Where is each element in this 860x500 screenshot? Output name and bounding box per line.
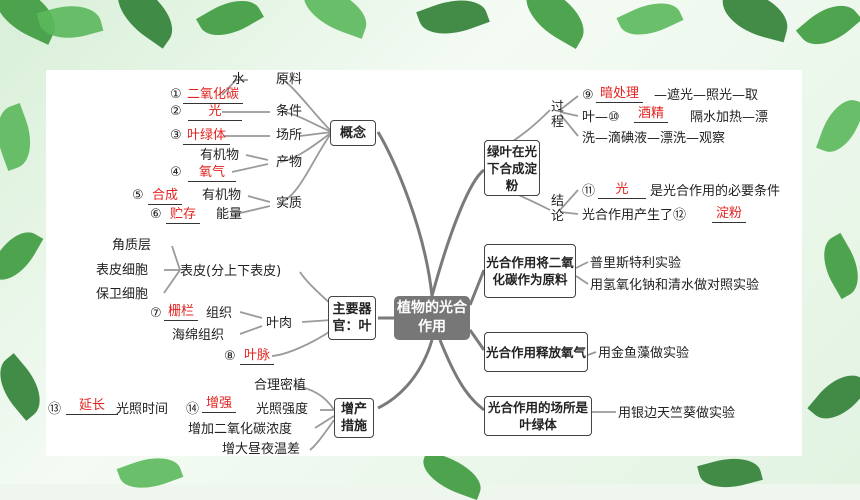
epidermis-part: 表皮细胞 xyxy=(96,263,149,278)
yield-item: 合理密植 xyxy=(254,378,307,393)
answer-extend: 延长 xyxy=(66,398,118,415)
light-time: 光照时间 xyxy=(116,402,169,417)
answer-vein: 叶脉 xyxy=(240,348,275,365)
experiment-geranium: 用银边天竺葵做实验 xyxy=(618,406,736,421)
item-num: ⑥ xyxy=(150,207,162,222)
chloroplast-node: 光合作用的场所是叶绿体 xyxy=(484,396,592,436)
epidermis-label: 表皮(分上下表皮) xyxy=(180,264,282,279)
concept-key-raw: 原料 xyxy=(276,72,303,87)
concept-key-site: 场所 xyxy=(276,128,303,143)
yield-item: 光照强度 xyxy=(256,402,309,417)
oxygen-node: 光合作用释放氧气 xyxy=(484,332,588,372)
answer-light: 光 xyxy=(188,104,242,121)
conclusion-label: 结论 xyxy=(551,194,565,224)
item-num: ⑭ xyxy=(186,402,200,417)
concept-key-product: 产物 xyxy=(276,155,303,170)
item-num: ② xyxy=(170,104,182,119)
diagram-card xyxy=(46,70,802,456)
process-step-2-prefix: 叶—⑩ xyxy=(582,110,620,125)
answer-synthesize: 合成 xyxy=(148,188,183,205)
concept-water: 水 xyxy=(232,72,246,87)
concept-key-cond: 条件 xyxy=(276,104,303,119)
answer-co2: 二氧化碳 xyxy=(183,87,244,104)
yield-item: 增加二氧化碳浓度 xyxy=(188,422,293,437)
item-num: ④ xyxy=(170,165,182,180)
answer-starch: 淀粉 xyxy=(712,206,747,223)
palisade-suffix: 组织 xyxy=(206,306,233,321)
concept-node: 概念 xyxy=(330,120,376,146)
experiment-naoh: 用氢氧化钠和清水做对照实验 xyxy=(590,278,760,293)
epidermis-part: 角质层 xyxy=(112,238,152,253)
answer-palisade: 栅栏 xyxy=(164,304,199,321)
experiment-priestley: 普里斯特利实验 xyxy=(590,256,682,271)
experiment-hornwort: 用金鱼藻做实验 xyxy=(598,346,690,361)
answer-alcohol: 酒精 xyxy=(634,106,669,123)
starch-node: 绿叶在光下合成淀粉 xyxy=(484,140,540,196)
answer-light-2: 光 xyxy=(598,182,646,199)
epidermis-part: 保卫细胞 xyxy=(96,287,149,302)
concept-organic: 有机物 xyxy=(200,148,240,163)
center-topic: 植物的光合作用 xyxy=(394,296,470,340)
item-num: ⑪ xyxy=(582,184,596,199)
answer-oxygen: 氧气 xyxy=(188,165,236,182)
process-step-1: —遮光—照光—取 xyxy=(654,88,759,103)
answer-dark-treatment: 暗处理 xyxy=(596,86,644,103)
concept-key-essence: 实质 xyxy=(276,196,303,211)
concept-organic-2: 有机物 xyxy=(202,188,242,203)
item-num: ⑦ xyxy=(150,306,162,321)
item-num: ⑬ xyxy=(48,402,62,417)
answer-enhance: 增强 xyxy=(202,396,237,413)
process-step-2: 隔水加热—漂 xyxy=(690,110,769,125)
item-num: ⑧ xyxy=(224,349,236,364)
yield-item: 增大昼夜温差 xyxy=(222,442,301,457)
answer-store: 贮存 xyxy=(166,207,201,224)
co2-raw-node: 光合作用将二氧化碳作为原料 xyxy=(484,244,576,298)
item-num: ① xyxy=(170,87,182,102)
item-num: ⑨ xyxy=(582,88,594,103)
mesophyll-label: 叶肉 xyxy=(266,316,293,331)
yield-node: 增产措施 xyxy=(334,398,374,438)
answer-chloroplast: 叶绿体 xyxy=(183,128,231,145)
item-num: ⑤ xyxy=(132,188,144,203)
process-step-3: 洗—滴碘液—漂洗—观察 xyxy=(582,131,726,146)
organ-node: 主要器官：叶 xyxy=(328,296,376,340)
spongy-tissue: 海绵组织 xyxy=(172,328,225,343)
item-num: ③ xyxy=(170,128,182,143)
process-label: 过程 xyxy=(551,100,565,130)
conclusion-1: 是光合作用的必要条件 xyxy=(650,184,781,199)
concept-energy: 能量 xyxy=(216,207,243,222)
conclusion-2-prefix: 光合作用产生了⑫ xyxy=(582,208,687,223)
